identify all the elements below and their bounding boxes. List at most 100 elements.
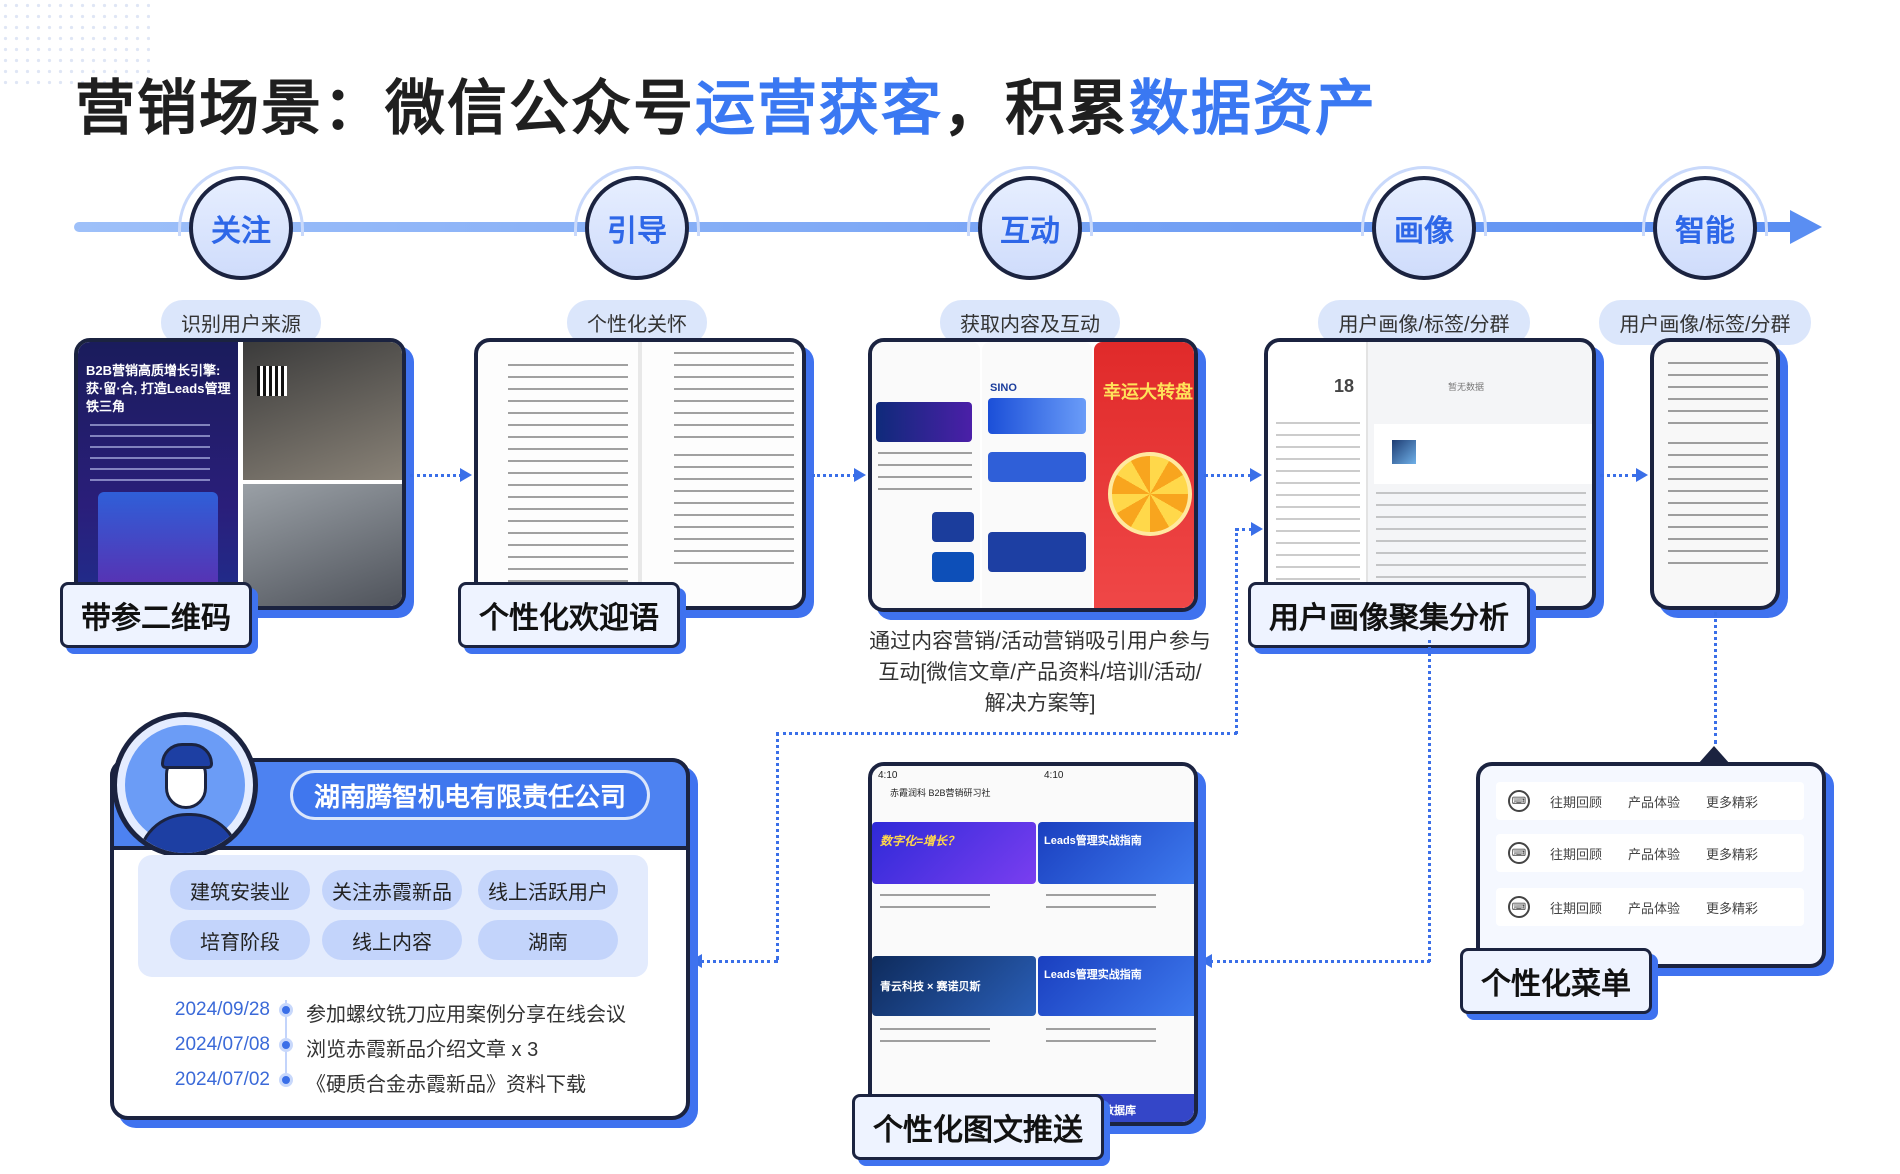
arrow-right-icon (1250, 468, 1262, 482)
menu-item-more[interactable]: 更多精彩 (1706, 846, 1759, 862)
user-avatar-icon (112, 712, 258, 858)
connector (1235, 528, 1253, 531)
push-banner: 青云科技 × 赛诺贝斯 (872, 956, 1036, 1016)
phone-screen-articles (872, 342, 980, 608)
menu-item-more[interactable]: 更多精彩 (1706, 900, 1759, 916)
menu-row[interactable]: ⌨ 往期回顾 产品体验 更多精彩 (1496, 834, 1804, 872)
stage-subtitle: 获取内容及互动 (940, 300, 1120, 345)
menu-item-history[interactable]: 往期回顾 (1550, 900, 1603, 916)
stage-subtitle: 用户画像/标签/分群 (1318, 300, 1530, 345)
title-text-1: 营销场景：微信公众号 (75, 75, 695, 142)
connector (410, 474, 462, 477)
menu-item-more[interactable]: 更多精彩 (1706, 794, 1759, 810)
connector (700, 960, 778, 963)
arrow-right-icon (1636, 468, 1648, 482)
portrait-status: 暂无数据 (1448, 382, 1485, 392)
poster-title: B2B营销高质增长引擎: 获·留·合, 打造Leads管理铁三角 (86, 363, 231, 414)
article-banner (876, 402, 972, 442)
user-tag: 湖南 (478, 920, 618, 960)
phone-screen-sino: SINO (982, 342, 1092, 608)
stage-circle: 互动 (978, 176, 1082, 280)
phone-screen-push-left: 4:10 赤霞润科 B2B营销研习社 数字化=增长？ 青云科技 × 赛诺贝斯 (872, 766, 1036, 1122)
connector (776, 732, 1237, 735)
menu-item-product[interactable]: 产品体验 (1628, 846, 1681, 862)
connector (1210, 960, 1430, 963)
activity-text: 浏览赤霞新品介绍文章 x 3 (306, 1039, 539, 1061)
stage-circle: 引导 (585, 176, 689, 280)
menu-row[interactable]: ⌨ 往期回顾 产品体验 更多精彩 (1496, 782, 1804, 820)
push-text (880, 894, 990, 918)
push-banner-title: 青云科技 × 赛诺贝斯 (880, 981, 981, 993)
activity-date: 2024/07/08 (174, 1034, 270, 1055)
stage-smart: 智能 用户画像/标签/分群 (1595, 166, 1815, 345)
chat-text-lines (674, 454, 794, 574)
menu-item-product[interactable]: 产品体验 (1628, 794, 1681, 810)
lucky-wheel-icon (1108, 452, 1192, 536)
push-text (1046, 1028, 1156, 1052)
sino-card (988, 452, 1086, 482)
portrait-records (1376, 492, 1586, 582)
arrow-right-icon (460, 468, 472, 482)
keyboard-icon[interactable]: ⌨ (1508, 842, 1530, 864)
sino-video (988, 532, 1086, 572)
sino-logo: SINO (990, 382, 1017, 394)
sino-banner (988, 398, 1086, 434)
phone-time: 4:10 (1044, 770, 1064, 781)
phone-time: 4:10 (878, 770, 898, 781)
event-photo-crowd (243, 484, 402, 606)
chat-text-lines (508, 364, 628, 584)
qr-code-icon (257, 366, 287, 396)
account-header: 赤霞润科 B2B营销研习社 (890, 788, 991, 798)
company-name: 湖南腾智机电有限责任公司 (290, 770, 650, 820)
connector (776, 732, 779, 960)
stage-circle: 智能 (1653, 176, 1757, 280)
stage-guide: 引导 个性化关怀 (527, 166, 747, 345)
menu-item-history[interactable]: 往期回顾 (1550, 794, 1603, 810)
activity-date: 2024/09/28 (174, 999, 270, 1020)
divider (638, 342, 642, 606)
article-push-label: 个性化图文推送 (852, 1094, 1104, 1160)
menu-row[interactable]: ⌨ 往期回顾 产品体验 更多精彩 (1496, 888, 1804, 926)
portrait-card (1374, 424, 1592, 484)
interaction-description: 通过内容营销/活动营销吸引用户参与 互动[微信文章/产品资料/培训/活动/ 解决… (860, 626, 1220, 719)
user-tag: 线上活跃用户 (478, 870, 618, 910)
chat-text-lines (674, 352, 794, 442)
menu-item-history[interactable]: 往期回顾 (1550, 846, 1603, 862)
timeline-arrow-icon (1790, 210, 1822, 244)
qr-code-label: 带参二维码 (60, 582, 252, 648)
timeline-dot-icon (279, 1003, 293, 1017)
phone-screen-lucky-wheel: 幸运大转盘 (1094, 342, 1194, 608)
arrow-left-icon (1200, 954, 1212, 968)
phone-text-lines (1668, 362, 1768, 432)
decorative-dot-grid (0, 0, 150, 90)
arrow-right-icon (1251, 522, 1263, 536)
description-line: 解决方案等] (984, 692, 1096, 715)
stage-portrait: 画像 用户画像/标签/分群 (1314, 166, 1534, 345)
connector (1235, 528, 1238, 734)
title-text-2: ，积累 (943, 75, 1129, 142)
stage-interact: 互动 获取内容及互动 (920, 166, 1140, 345)
keyboard-icon[interactable]: ⌨ (1508, 790, 1530, 812)
connector (812, 474, 856, 477)
stage-subtitle: 识别用户来源 (161, 300, 321, 345)
push-banner-title: Leads管理实战指南 (1044, 969, 1142, 981)
menu-item-product[interactable]: 产品体验 (1628, 900, 1681, 916)
arrow-right-icon (854, 468, 866, 482)
portrait-panel: 18 暂无数据 (1264, 338, 1596, 610)
stage-circle: 画像 (1372, 176, 1476, 280)
arrow-left-icon (690, 954, 702, 968)
activity-text: 参加螺纹铣刀应用案例分享在线会议 (306, 1004, 626, 1026)
title-highlight-1: 运营获客 (695, 75, 943, 142)
stage-subtitle: 个性化关怀 (567, 300, 707, 345)
poster-text-lines (90, 424, 210, 484)
stage-circle: 关注 (189, 176, 293, 280)
portrait-sidebar: 18 (1268, 342, 1368, 606)
article-text (878, 452, 972, 492)
interaction-panel: SINO 幸运大转盘 (868, 338, 1198, 612)
stage-subtitle: 用户画像/标签/分群 (1599, 300, 1811, 345)
connector (1714, 612, 1717, 744)
timeline-dot-icon (279, 1038, 293, 1052)
custom-menu-label: 个性化菜单 (1460, 948, 1652, 1014)
activity-date: 2024/07/02 (174, 1069, 270, 1090)
keyboard-icon[interactable]: ⌨ (1508, 896, 1530, 918)
